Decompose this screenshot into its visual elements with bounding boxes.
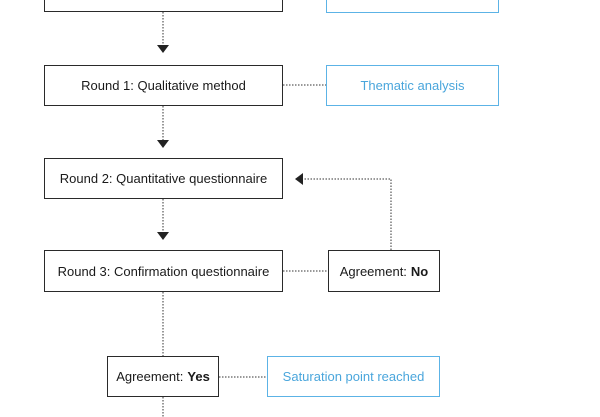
round1-label: Round 1: Qualitative method <box>81 78 246 93</box>
thematic-analysis-label: Thematic analysis <box>360 78 465 93</box>
agreement-no-value: No <box>410 263 429 279</box>
agreement-no-label: Agreement: <box>339 263 407 279</box>
round3-label: Round 3: Confirmation questionnaire <box>57 263 270 279</box>
agreement-yes-box: Agreement: Yes <box>107 356 219 397</box>
arrow-head-round3 <box>157 232 169 240</box>
round2-box: Round 2: Quantitative questionnaire <box>44 158 283 199</box>
previous-step-box <box>44 0 283 12</box>
agreement-yes-label: Agreement: <box>116 369 184 384</box>
previous-note-box <box>326 0 499 13</box>
arrow-head-round1 <box>157 45 169 53</box>
round1-box: Round 1: Qualitative method <box>44 65 283 106</box>
arrow-head-round2 <box>157 140 169 148</box>
agreement-yes-value: Yes <box>187 369 210 384</box>
agreement-no-box: Agreement: No <box>328 250 440 292</box>
arrow-head-feedback <box>295 173 303 185</box>
saturation-box: Saturation point reached <box>267 356 440 397</box>
saturation-label: Saturation point reached <box>282 369 425 384</box>
round3-box: Round 3: Confirmation questionnaire <box>44 250 283 292</box>
round2-label: Round 2: Quantitative questionnaire <box>59 171 268 186</box>
thematic-analysis-box: Thematic analysis <box>326 65 499 106</box>
connector-no-to-round2 <box>302 178 392 250</box>
